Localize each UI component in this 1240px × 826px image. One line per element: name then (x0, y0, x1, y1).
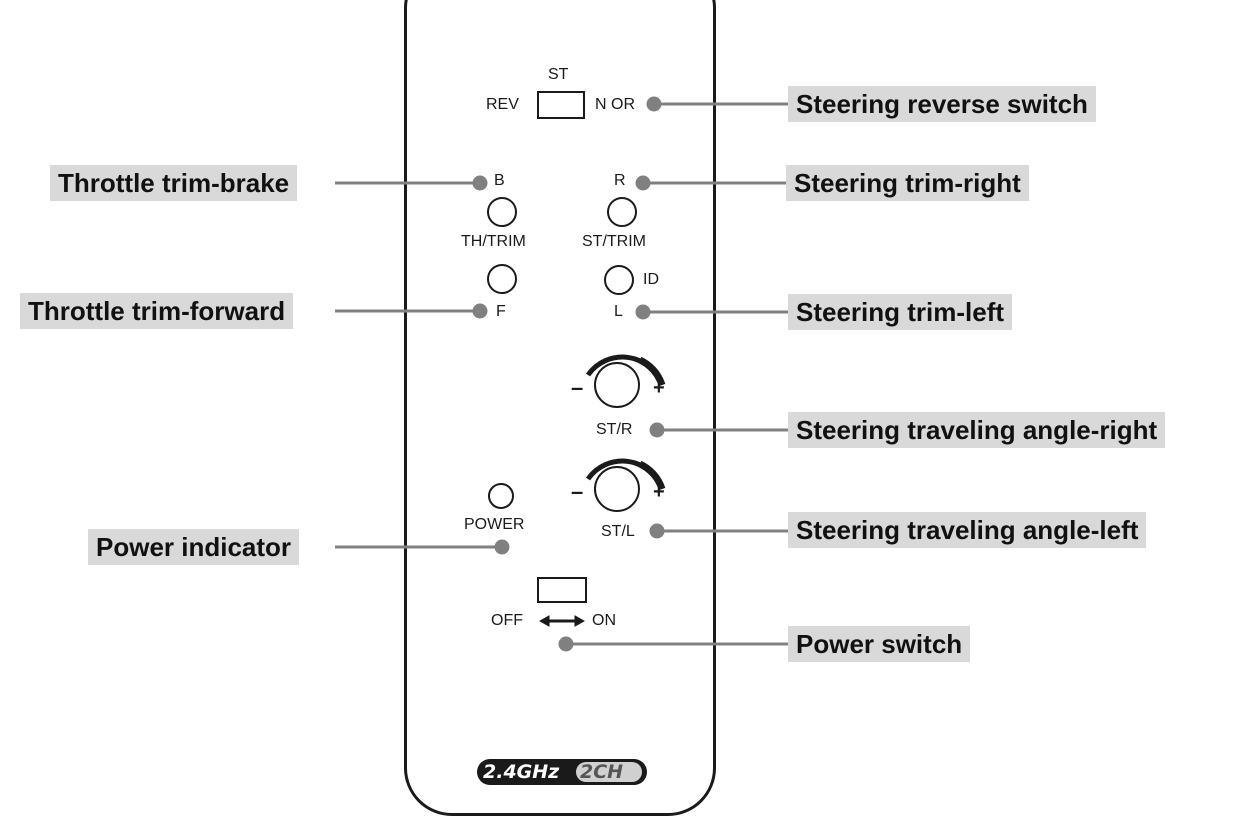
l-label: L (614, 303, 623, 320)
nor-label: N OR (595, 96, 635, 113)
callout-throttle-trim-forward: Throttle trim-forward (20, 293, 294, 329)
on-label: ON (592, 612, 616, 629)
leader-dot-angle-left (649, 523, 665, 539)
minus-l-label: – (571, 479, 584, 504)
leader-dot-steering-reverse (646, 96, 662, 112)
f-label: F (496, 303, 506, 320)
power-label: POWER (464, 516, 525, 533)
badge-channel-text: 2CH (580, 761, 624, 783)
leader-dot-throttle-forward (472, 303, 488, 319)
callout-steering-traveling-angle-left: Steering traveling angle-left (788, 512, 1147, 548)
leader-dot-power-switch (558, 636, 574, 652)
power-indicator-led (488, 483, 514, 509)
r-label: R (614, 172, 626, 189)
badge-frequency-text: 2.4GHz (483, 761, 560, 783)
frequency-badge (477, 759, 647, 785)
throttle-trim-brake-button[interactable] (487, 197, 517, 227)
plus-r-label: + (653, 377, 665, 399)
power-switch[interactable] (537, 577, 587, 603)
st-r-label: ST/R (596, 421, 633, 438)
callout-steering-reverse-switch: Steering reverse switch (788, 86, 1096, 122)
leader-dot-throttle-brake (472, 175, 488, 191)
callout-steering-trim-left: Steering trim-left (788, 294, 1013, 330)
knob-angle-left (585, 458, 666, 512)
leader-dot-steering-left (635, 304, 651, 320)
st-trim-label: ST/TRIM (582, 233, 646, 250)
callout-steering-traveling-angle-right: Steering traveling angle-right (788, 412, 1166, 448)
rev-label: REV (486, 96, 519, 113)
leader-dot-power-indicator (494, 539, 510, 555)
off-on-arrow-icon (538, 615, 586, 627)
b-label: B (494, 172, 505, 189)
steering-trim-right-button[interactable] (607, 197, 637, 227)
steering-trim-left-button[interactable] (604, 265, 634, 295)
th-trim-label: TH/TRIM (461, 233, 526, 250)
knob-angle-right (585, 354, 666, 408)
remote-body (404, 0, 716, 816)
leader-dot-steering-right (635, 175, 651, 191)
st-header-label: ST (548, 66, 569, 83)
callout-power-indicator: Power indicator (88, 529, 300, 565)
leader-dot-angle-right (649, 422, 665, 438)
callout-throttle-trim-brake: Throttle trim-brake (50, 165, 298, 201)
off-label: OFF (491, 612, 523, 629)
id-label: ID (643, 271, 659, 288)
throttle-trim-forward-button[interactable] (487, 264, 517, 294)
callout-power-switch: Power switch (788, 626, 971, 662)
st-l-label: ST/L (601, 523, 635, 540)
callout-steering-trim-right: Steering trim-right (786, 165, 1029, 201)
plus-l-label: + (653, 481, 665, 503)
steering-reverse-switch[interactable] (537, 91, 585, 119)
minus-r-label: – (571, 375, 584, 400)
